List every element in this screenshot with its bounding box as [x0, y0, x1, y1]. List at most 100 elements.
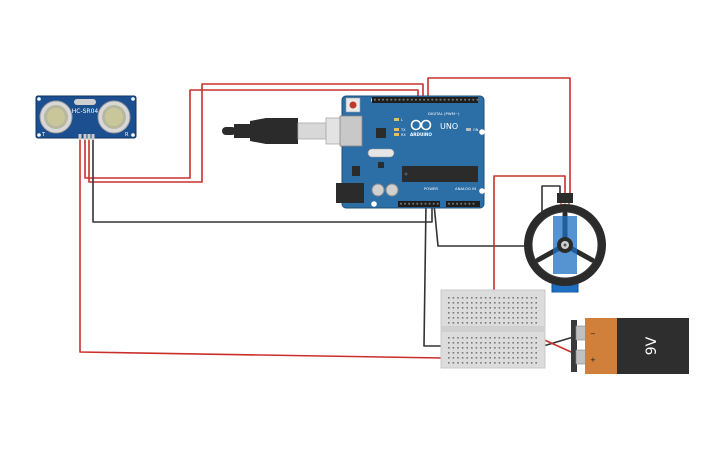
breadboard-hole[interactable] [448, 307, 450, 309]
header-pin[interactable] [472, 98, 475, 101]
breadboard-hole[interactable] [466, 297, 468, 299]
breadboard-hole[interactable] [448, 317, 450, 319]
breadboard-hole[interactable] [526, 357, 528, 359]
breadboard-hole[interactable] [503, 322, 505, 324]
breadboard-hole[interactable] [526, 302, 528, 304]
header-pin[interactable] [456, 202, 458, 205]
breadboard-hole[interactable] [512, 307, 514, 309]
breadboard-hole[interactable] [512, 322, 514, 324]
breadboard-hole[interactable] [489, 352, 491, 354]
breadboard-hole[interactable] [484, 317, 487, 319]
breadboard-hole[interactable] [489, 307, 491, 309]
breadboard-hole[interactable] [494, 317, 496, 319]
breadboard-hole[interactable] [480, 337, 482, 339]
header-pin[interactable] [451, 98, 454, 101]
header-pin[interactable] [439, 98, 442, 101]
breadboard-hole[interactable] [517, 337, 519, 339]
power-header[interactable] [398, 201, 440, 207]
header-pin[interactable] [460, 98, 462, 101]
breadboard-hole[interactable] [535, 312, 537, 314]
header-pin[interactable] [386, 98, 389, 101]
breadboard-hole[interactable] [494, 307, 496, 309]
breadboard-hole[interactable] [498, 297, 501, 299]
breadboard-hole[interactable] [457, 352, 459, 354]
breadboard-hole[interactable] [503, 337, 505, 339]
breadboard-hole[interactable] [494, 362, 496, 364]
breadboard-hole[interactable] [448, 342, 450, 344]
breadboard-hole[interactable] [471, 302, 473, 304]
breadboard-hole[interactable] [507, 337, 510, 339]
breadboard-hole[interactable] [498, 317, 501, 319]
header-pin[interactable] [394, 98, 397, 101]
breadboard-hole[interactable] [480, 302, 482, 304]
header-pin[interactable] [435, 98, 438, 101]
breadboard-hole[interactable] [448, 357, 450, 359]
breadboard-hole[interactable] [517, 297, 519, 299]
breadboard-hole[interactable] [503, 352, 505, 354]
breadboard-hole[interactable] [535, 357, 537, 359]
breadboard-hole[interactable] [489, 337, 491, 339]
breadboard-hole[interactable] [484, 357, 487, 359]
breadboard-hole[interactable] [461, 357, 464, 359]
breadboard-hole[interactable] [498, 342, 501, 344]
breadboard-hole[interactable] [475, 322, 478, 324]
breadboard-hole[interactable] [507, 307, 510, 309]
breadboard-hole[interactable] [452, 322, 455, 324]
breadboard-hole[interactable] [503, 357, 505, 359]
breadboard-hole[interactable] [521, 317, 524, 319]
header-pin[interactable] [468, 98, 471, 101]
breadboard-hole[interactable] [461, 352, 464, 354]
breadboard-hole[interactable] [475, 342, 478, 344]
breadboard-hole[interactable] [530, 322, 533, 324]
breadboard-hole[interactable] [489, 302, 491, 304]
breadboard-hole[interactable] [521, 362, 524, 364]
breadboard-hole[interactable] [507, 312, 510, 314]
header-pin[interactable] [419, 98, 421, 101]
servo-connector[interactable] [557, 193, 573, 203]
breadboard-hole[interactable] [517, 307, 519, 309]
breadboard-hole[interactable] [475, 337, 478, 339]
breadboard-hole[interactable] [498, 362, 501, 364]
breadboard-hole[interactable] [517, 347, 519, 349]
breadboard-hole[interactable] [507, 342, 510, 344]
breadboard-hole[interactable] [484, 297, 487, 299]
breadboard-hole[interactable] [526, 337, 528, 339]
breadboard-hole[interactable] [521, 347, 524, 349]
breadboard-hole[interactable] [484, 362, 487, 364]
breadboard-hole[interactable] [526, 317, 528, 319]
breadboard-hole[interactable] [498, 357, 501, 359]
header-pin[interactable] [476, 98, 479, 101]
header-pin[interactable] [404, 202, 406, 205]
breadboard-hole[interactable] [498, 307, 501, 309]
header-pin[interactable] [456, 98, 458, 101]
breadboard-hole[interactable] [503, 302, 505, 304]
breadboard-hole[interactable] [494, 297, 496, 299]
breadboard-hole[interactable] [489, 342, 491, 344]
header-pin[interactable] [382, 98, 384, 101]
breadboard-hole[interactable] [475, 302, 478, 304]
breadboard-hole[interactable] [494, 302, 496, 304]
breadboard-hole[interactable] [526, 352, 528, 354]
breadboard-hole[interactable] [484, 322, 487, 324]
breadboard-hole[interactable] [471, 312, 473, 314]
breadboard-hole[interactable] [466, 307, 468, 309]
header-pin[interactable] [406, 98, 409, 101]
breadboard-hole[interactable] [466, 302, 468, 304]
breadboard-hole[interactable] [461, 347, 464, 349]
breadboard-hole[interactable] [530, 297, 533, 299]
breadboard-hole[interactable] [457, 342, 459, 344]
analog-header[interactable] [446, 201, 480, 207]
battery-terminal-neg[interactable] [575, 325, 587, 341]
breadboard-hole[interactable] [530, 337, 533, 339]
sensor-pin-vcc[interactable] [78, 134, 82, 140]
breadboard-hole[interactable] [503, 312, 505, 314]
breadboard-hole[interactable] [521, 297, 524, 299]
breadboard-hole[interactable] [526, 307, 528, 309]
header-pin[interactable] [420, 202, 423, 205]
breadboard-hole[interactable] [521, 352, 524, 354]
breadboard-hole[interactable] [517, 342, 519, 344]
breadboard-hole[interactable] [466, 362, 468, 364]
header-pin[interactable] [452, 202, 454, 205]
breadboard-hole[interactable] [494, 337, 496, 339]
breadboard-hole[interactable] [452, 352, 455, 354]
